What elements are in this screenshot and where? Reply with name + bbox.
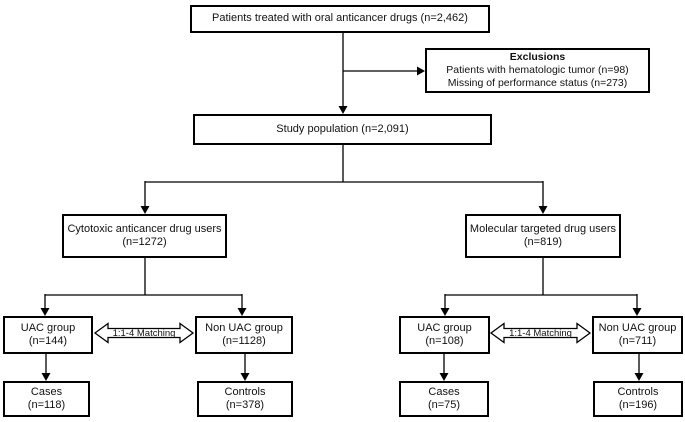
box-molecular-cases-line1: Cases bbox=[428, 385, 460, 398]
matching-arrow-right: 1:1-4 Matching bbox=[489, 322, 592, 344]
box-study-population-label: Study population (n=2,091) bbox=[276, 122, 409, 135]
box-cytotoxic-nonuac-group: Non UAC group (n=1128) bbox=[195, 316, 293, 354]
box-cytotoxic-uac-group: UAC group (n=144) bbox=[3, 316, 93, 354]
box-cytotoxic-nonuac-line1: Non UAC group bbox=[205, 321, 283, 334]
box-cytotoxic-controls-line2: (n=378) bbox=[225, 399, 265, 411]
box-cytotoxic-nonuac-line2: (n=1128) bbox=[222, 335, 266, 347]
box-exclusions-line1: Patients with hematologic tumor (n=98) bbox=[446, 64, 629, 76]
connector-lines bbox=[44, 33, 640, 374]
box-cytotoxic-cases-line1: Cases bbox=[30, 385, 63, 398]
box-molecular-uac-line2: (n=108) bbox=[425, 335, 464, 347]
matching-label-left: 1:1-4 Matching bbox=[113, 328, 176, 339]
box-cytotoxic-cases-line2: (n=118) bbox=[27, 399, 66, 411]
box-molecular-nonuac-line1: Non UAC group bbox=[598, 321, 677, 334]
arrowheads bbox=[40, 66, 644, 381]
box-molecular-line2: (n=819) bbox=[523, 236, 563, 248]
box-molecular-controls: Controls (n=196) bbox=[593, 381, 683, 417]
box-cytotoxic-uac-line1: UAC group bbox=[20, 321, 76, 334]
box-cytotoxic-uac-line2: (n=144) bbox=[28, 335, 68, 347]
box-cytotoxic-line1: Cytotoxic anticancer drug users bbox=[67, 222, 222, 235]
box-cytotoxic-controls-line1: Controls bbox=[224, 385, 266, 398]
box-molecular-cases-line2: (n=75) bbox=[427, 399, 461, 411]
box-cytotoxic-controls: Controls (n=378) bbox=[197, 381, 293, 417]
box-molecular-line1: Molecular targeted drug users bbox=[469, 222, 617, 235]
box-cytotoxic-users: Cytotoxic anticancer drug users (n=1272) bbox=[62, 214, 227, 258]
box-molecular-controls-line2: (n=196) bbox=[618, 399, 658, 411]
box-molecular-uac-line1: UAC group bbox=[417, 321, 472, 334]
box-patients-total-label: Patients treated with oral anticancer dr… bbox=[212, 12, 468, 25]
matching-arrow-left: 1:1-4 Matching bbox=[93, 322, 195, 344]
box-cytotoxic-cases: Cases (n=118) bbox=[3, 381, 90, 417]
box-exclusions: Exclusions Patients with hematologic tum… bbox=[425, 48, 650, 93]
box-molecular-nonuac-line2: (n=711) bbox=[618, 335, 657, 347]
box-study-population: Study population (n=2,091) bbox=[193, 114, 492, 145]
box-cytotoxic-line2: (n=1272) bbox=[122, 236, 167, 248]
box-molecular-nonuac-group: Non UAC group (n=711) bbox=[592, 316, 683, 354]
box-molecular-cases: Cases (n=75) bbox=[399, 381, 489, 417]
box-molecular-users: Molecular targeted drug users (n=819) bbox=[465, 214, 621, 258]
matching-label-right: 1:1-4 Matching bbox=[509, 328, 572, 339]
box-patients-total: Patients treated with oral anticancer dr… bbox=[190, 5, 490, 33]
box-exclusions-title: Exclusions bbox=[509, 51, 566, 63]
box-exclusions-line2: Missing of performance status (n=273) bbox=[447, 77, 628, 89]
box-molecular-controls-line1: Controls bbox=[617, 385, 659, 398]
box-molecular-uac-group: UAC group (n=108) bbox=[399, 316, 490, 354]
